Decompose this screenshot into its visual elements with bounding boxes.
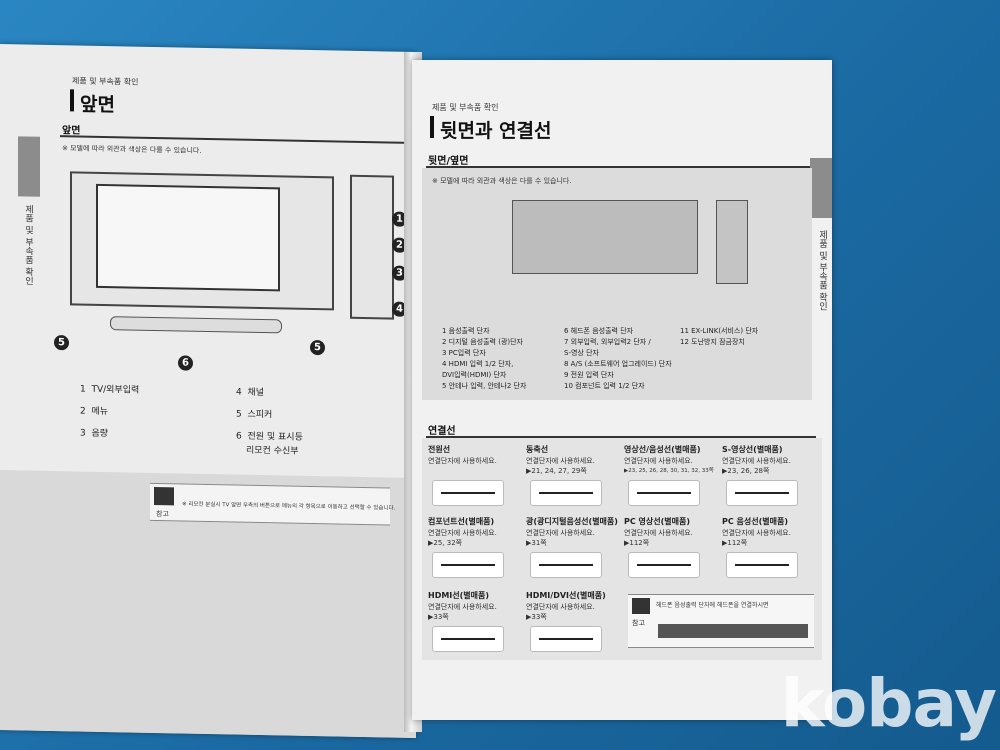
cable-name-3: S-영상선(별매품) (722, 445, 783, 454)
cable-name-7: PC 음성선(별매품) (722, 517, 788, 526)
cable-desc-8: 연결단자에 사용하세요. (428, 603, 497, 611)
title-bar (70, 89, 74, 112)
cable-desc-1: 연결단자에 사용하세요. (526, 457, 595, 465)
right-page: 제품 및 부속품 확인 뒷면과 연결선 뒷면/옆면 제품 및 부속품 확인 ※ … (412, 60, 832, 720)
cable-desc-0: 연결단자에 사용하세요. (428, 457, 497, 465)
part-6-sub: 리모컨 수신부 (246, 445, 299, 457)
cable-ref-3: ▶23, 26, 28쪽 (722, 467, 770, 475)
section-rule (60, 135, 410, 144)
av-cable-image (628, 480, 700, 506)
cable-name-1: 동축선 (526, 445, 549, 454)
cable-ref-7: ▶112쪽 (722, 539, 748, 547)
left-note: ※ 모델에 따라 외관과 색상은 다를 수 있습니다. (62, 144, 202, 155)
cable-desc-9: 연결단자에 사용하세요. (526, 603, 595, 611)
tv-stand (110, 316, 282, 334)
callout-6: 6 (178, 355, 193, 371)
component-cable-image (432, 552, 504, 578)
callout-5-right: 5 (310, 339, 325, 356)
cable-ref-1: ▶21, 24, 27, 29쪽 (526, 467, 587, 475)
optical-cable-image (530, 552, 602, 578)
cable-desc-2: 연결단자에 사용하세요. (624, 457, 693, 465)
cable-desc-3: 연결단자에 사용하세요. (722, 457, 791, 465)
hdmi-dvi-cable-image (530, 626, 602, 652)
left-page-title: 앞면 (80, 93, 115, 117)
right-section-title: 뒷면/옆면 (428, 156, 469, 167)
right-breadcrumb: 제품 및 부속품 확인 (432, 103, 499, 112)
right-tip-box (628, 594, 814, 648)
tv-screen (96, 183, 280, 292)
cable-ref-2: ▶23, 25, 26, 28, 30, 31, 32, 33쪽 (624, 468, 714, 474)
pencil-icon (154, 486, 174, 506)
watermark: kobay (780, 665, 997, 742)
part-3: 3 음량 (80, 428, 109, 440)
left-page: 제품 및 부속품 확인 앞면 앞면 ※ 모델에 따라 외관과 색상은 다를 수 … (0, 44, 416, 738)
volume-bar (658, 624, 808, 638)
cable-ref-6: ▶112쪽 (624, 539, 650, 547)
pencil-icon-right (632, 598, 650, 614)
left-section-title: 앞면 (62, 125, 81, 137)
right-side-tab-label: 제품 및 부속품 확인 (817, 230, 827, 311)
cable-ref-9: ▶33쪽 (526, 613, 547, 621)
part-6: 6 전원 및 표시등 (236, 431, 303, 443)
tip-label: 참고 (156, 509, 169, 519)
tv-front-illustration (70, 171, 334, 311)
callout-5-left: 5 (54, 335, 69, 351)
hdmi-cable-image (432, 626, 504, 652)
svideo-cable-image (726, 480, 798, 506)
cable-name-5: 광(광디지털음성선(별매품) (526, 517, 618, 526)
right-note: ※ 모델에 따라 외관과 색상은 다를 수 있습니다. (432, 177, 572, 185)
cable-ref-4: ▶25, 32쪽 (428, 539, 463, 547)
cable-name-8: HDMI선(별매품) (428, 591, 490, 600)
left-side-tab (18, 136, 40, 197)
power-cable-image (432, 480, 504, 506)
title-bar-right (430, 116, 434, 138)
cable-desc-5: 연결단자에 사용하세요. (526, 529, 595, 537)
cable-ref-5: ▶31쪽 (526, 539, 547, 547)
cable-name-4: 컴포넌트선(별매품) (428, 517, 495, 526)
part-1: 1 TV/외부입력 (80, 384, 140, 396)
cable-desc-4: 연결단자에 사용하세요. (428, 529, 497, 537)
part-2: 2 메뉴 (80, 406, 109, 418)
right-page-title: 뒷면과 연결선 (440, 120, 552, 142)
left-breadcrumb: 제품 및 부속품 확인 (72, 76, 139, 87)
coax-cable-image (530, 480, 602, 506)
cable-name-0: 전원선 (428, 445, 451, 454)
right-tip-text: 헤드폰 음성출력 단자에 헤드폰을 연결하시면 (656, 602, 769, 609)
part-4: 4 채널 (236, 387, 265, 399)
left-side-tab-label: 제품 및 부속품 확인 (23, 204, 33, 286)
pc-video-cable-image (628, 552, 700, 578)
cable-ref-8: ▶33쪽 (428, 613, 449, 621)
cable-section-rule (426, 436, 816, 438)
cable-section-title: 연결선 (428, 426, 456, 437)
cable-name-2: 영상선/음성선(별매품) (624, 445, 701, 454)
cable-desc-7: 연결단자에 사용하세요. (722, 529, 791, 537)
right-tip-label: 참고 (632, 619, 645, 627)
side-connector-panel (716, 200, 748, 284)
tv-side-panel (350, 174, 394, 320)
cable-name-9: HDMI/DVI선(별매품) (526, 591, 606, 600)
pc-audio-cable-image (726, 552, 798, 578)
right-section-rule (426, 166, 816, 168)
rear-connector-panel (512, 200, 698, 274)
right-side-tab (810, 158, 832, 218)
cable-desc-6: 연결단자에 사용하세요. (624, 529, 693, 537)
cable-name-6: PC 영상선(별매품) (624, 517, 690, 526)
part-5: 5 스피커 (236, 409, 273, 421)
